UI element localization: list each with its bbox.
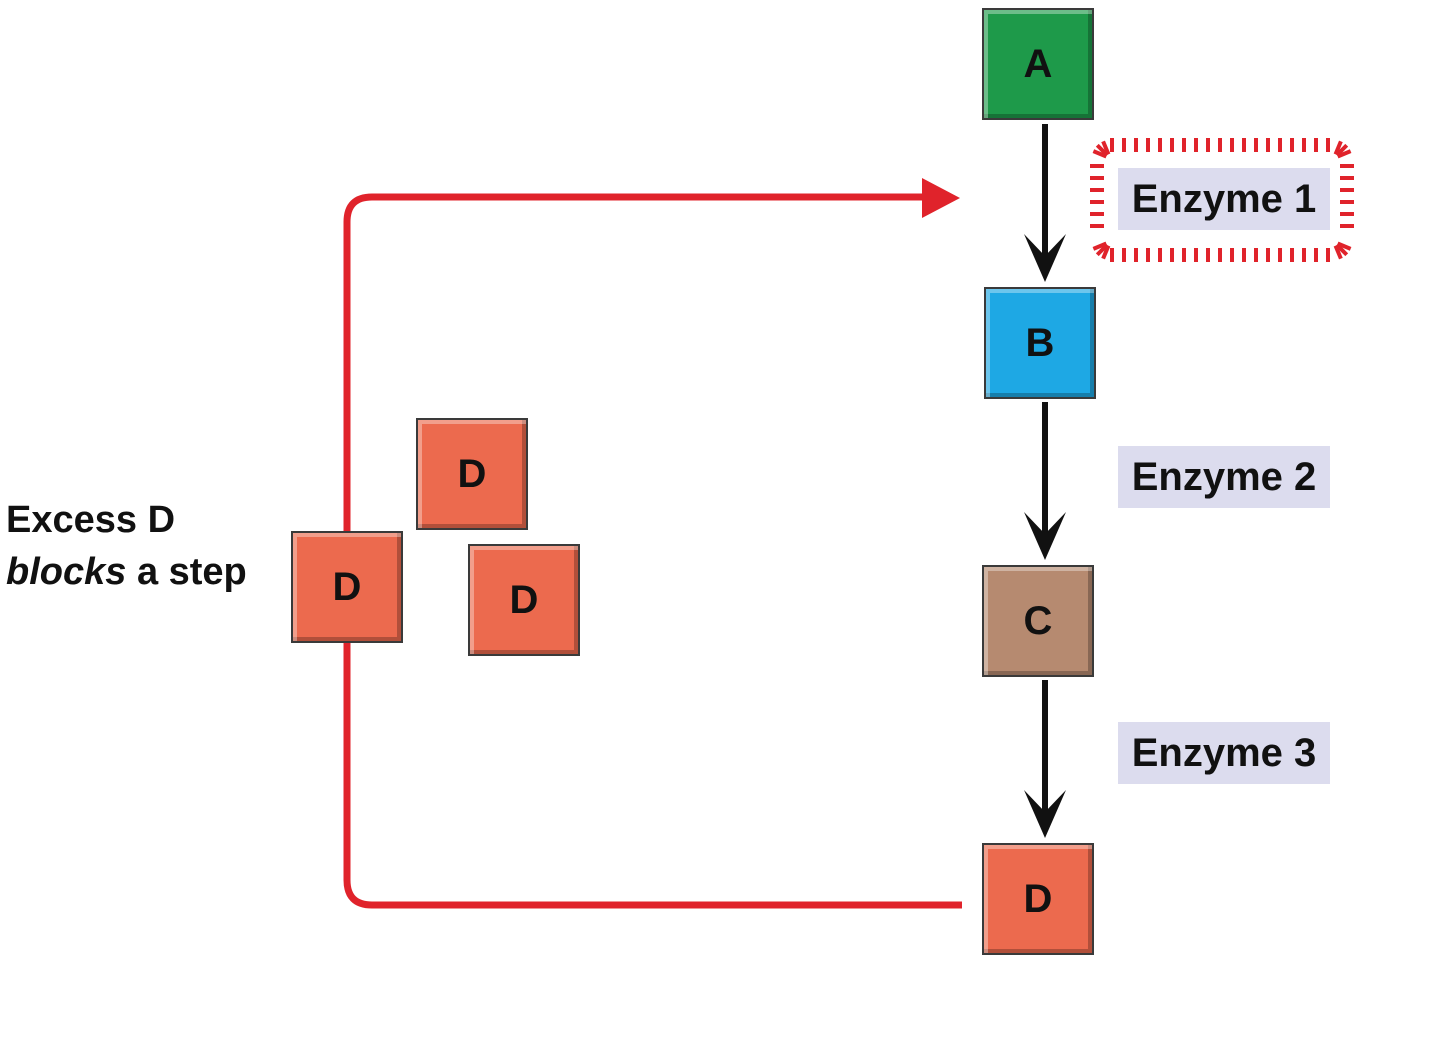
feedback-arrowhead	[922, 178, 960, 218]
molecule-c: C	[982, 565, 1094, 677]
caption-line-2-rest: a step	[126, 551, 247, 593]
excess-d-label: D	[457, 451, 487, 496]
burst-tick	[1333, 244, 1343, 260]
enzyme-2-label: Enzyme 2	[1118, 446, 1330, 508]
burst-tick	[1336, 149, 1352, 159]
burst-tick	[1335, 143, 1349, 157]
molecule-b: B	[984, 287, 1096, 399]
excess-d-label: D	[509, 577, 539, 622]
feedback-line	[343, 193, 962, 909]
enzyme-3-label: Enzyme 3	[1118, 722, 1330, 784]
burst-tick	[1095, 243, 1109, 257]
excess-d-molecule: D	[416, 418, 528, 530]
burst-tick	[1095, 143, 1109, 157]
burst-tick	[1092, 241, 1108, 251]
molecule-d-product: D	[982, 843, 1094, 955]
feedback-caption: Excess D blocks a step	[6, 494, 247, 598]
arrowhead-b-to-c	[1024, 512, 1066, 560]
caption-emphasis: blocks	[6, 551, 127, 593]
molecule-c-label: C	[1023, 598, 1053, 643]
burst-tick	[1101, 140, 1111, 156]
arrowhead-c-to-d	[1024, 790, 1066, 838]
caption-line-2: blocks a step	[6, 546, 247, 598]
molecule-b-label: B	[1025, 320, 1055, 365]
burst-tick	[1101, 244, 1111, 260]
excess-d-molecule: D	[291, 531, 403, 643]
molecule-a-label: A	[1023, 41, 1053, 86]
arrowhead-a-to-b	[1024, 234, 1066, 282]
burst-tick	[1333, 140, 1343, 156]
molecule-d-product-label: D	[1023, 876, 1053, 921]
molecule-a: A	[982, 8, 1094, 120]
burst-tick	[1336, 241, 1352, 251]
burst-tick	[1092, 149, 1108, 159]
caption-line-1: Excess D	[6, 499, 176, 541]
burst-tick	[1335, 243, 1349, 257]
excess-d-label: D	[332, 564, 362, 609]
excess-d-molecule: D	[468, 544, 580, 656]
enzyme-1-label: Enzyme 1	[1118, 168, 1330, 230]
inhibition-burst	[1090, 138, 1354, 262]
